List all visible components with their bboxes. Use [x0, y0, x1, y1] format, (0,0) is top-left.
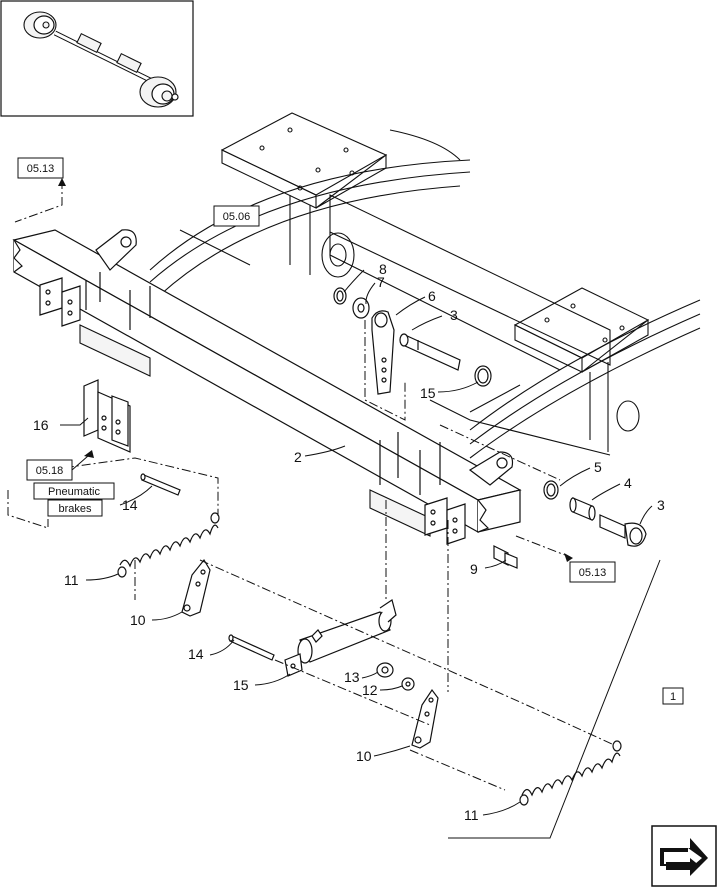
ref-box-pneumatic-brakes[interactable]: Pneumatic brakes [33, 482, 115, 517]
callout-11-upper: 11 [64, 572, 79, 588]
part-8-circlip[interactable] [333, 287, 347, 305]
ref-05-13-top-label: 05.13 [27, 163, 55, 175]
callout-2: 2 [294, 449, 302, 465]
brake-shaft-tube[interactable] [12, 229, 522, 537]
next-page-arrow-icon[interactable] [651, 825, 717, 887]
part-7-washer[interactable] [352, 297, 370, 319]
ref-05-06-label: 05.06 [223, 211, 251, 223]
ref-box-05-13-right[interactable]: 05.13 [564, 553, 616, 583]
part-15-circlip[interactable] [474, 365, 492, 387]
callout-12: 12 [362, 682, 378, 698]
callout-3-upper: 3 [450, 307, 458, 323]
part-11-spring[interactable] [117, 512, 220, 578]
callout-15-lower: 15 [233, 677, 249, 693]
ref-box-05-13-top[interactable]: 05.13 [17, 157, 66, 186]
callout-13: 13 [344, 669, 360, 685]
ref-box-kit-1[interactable]: 1 [662, 687, 684, 705]
part-14-pin-lower[interactable] [228, 634, 275, 661]
part-13-nut[interactable] [376, 662, 394, 678]
callout-14-lower: 14 [188, 646, 204, 662]
callouts: 2 3 3 4 5 6 7 8 9 10 10 11 11 12 13 14 1… [33, 261, 665, 823]
callout-9: 9 [470, 561, 478, 577]
callout-10-upper: 10 [130, 612, 146, 628]
callout-14-upper: 14 [122, 497, 138, 513]
part-3-shaft-pin-right[interactable] [599, 514, 647, 547]
part-3-shaft-pin[interactable] [399, 333, 461, 371]
callout-10-lower: 10 [356, 748, 372, 764]
callout-15-upper: 15 [420, 385, 436, 401]
callout-6: 6 [428, 288, 436, 304]
callout-16: 16 [33, 417, 49, 433]
part-16-mounting-bracket[interactable] [83, 379, 131, 453]
callout-3-right: 3 [657, 497, 665, 513]
ref-05-13-right-label: 05.13 [579, 567, 607, 579]
kit-1-label: 1 [670, 691, 676, 703]
brakes-label: brakes [58, 503, 92, 515]
ref-box-05-18[interactable]: 05.18 [26, 450, 94, 481]
axle-frame-background [149, 112, 701, 459]
axle-thumbnail[interactable] [0, 0, 194, 117]
tube-bracket-left [39, 277, 81, 327]
callout-11-lower: 11 [464, 807, 479, 823]
assembly-lines [7, 180, 613, 791]
callout-8: 8 [379, 261, 387, 277]
part-6-lever[interactable] [371, 310, 395, 395]
part-12-washer[interactable] [401, 677, 415, 691]
part-14-pin[interactable] [140, 473, 181, 496]
part-10-plate-lower[interactable] [411, 688, 439, 749]
callout-7: 7 [377, 274, 385, 290]
part-10-plate[interactable] [181, 558, 211, 617]
callout-4: 4 [624, 475, 632, 491]
part-5-circlip[interactable] [543, 480, 559, 500]
ref-05-18-label: 05.18 [36, 465, 64, 477]
part-4-bushing[interactable] [569, 497, 596, 521]
tube-bracket-right [424, 497, 466, 545]
part-9-bolt[interactable] [493, 545, 518, 569]
part-15-brake-cylinder[interactable] [284, 599, 397, 677]
leader-lines [60, 269, 661, 839]
callout-5: 5 [594, 459, 602, 475]
pneumatic-label: Pneumatic [48, 486, 100, 498]
ref-box-05-06[interactable]: 05.06 [213, 205, 260, 227]
part-11-spring-lower[interactable] [519, 740, 622, 806]
thumbnail-axle-drawing [23, 11, 179, 108]
